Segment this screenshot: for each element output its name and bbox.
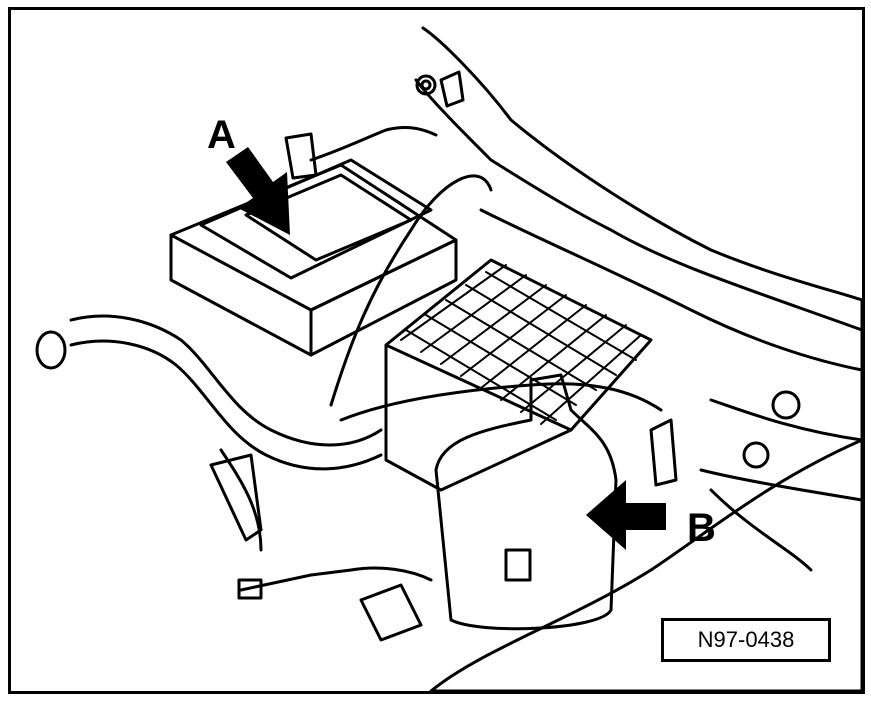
sensor-tip xyxy=(237,578,263,600)
body-panel-inner xyxy=(414,78,862,332)
control-unit-front xyxy=(169,233,313,357)
panel-tab xyxy=(439,70,465,108)
bracket-right xyxy=(649,418,678,487)
engine-bay-drawing xyxy=(35,26,862,691)
control-unit-ridge xyxy=(199,158,433,280)
cover-clip xyxy=(504,548,532,582)
control-unit-lid xyxy=(244,173,413,262)
connector-lower xyxy=(359,583,423,642)
arrow-a xyxy=(226,147,290,235)
bolt-lower xyxy=(742,441,770,469)
body-panel xyxy=(421,26,862,691)
connector-cable xyxy=(309,126,438,162)
filter-housing xyxy=(384,258,653,432)
bolt-upper xyxy=(771,390,801,420)
callout-label-a: A xyxy=(207,113,236,157)
cover-bracket xyxy=(434,373,618,631)
reference-number: N97‑0438 xyxy=(697,627,795,652)
panel-hole-inner xyxy=(420,79,432,91)
pipe-right-2 xyxy=(699,468,862,502)
hose-end xyxy=(35,330,67,370)
connector-plug xyxy=(284,132,318,180)
cable-middle xyxy=(329,174,493,407)
sensor-probe xyxy=(239,566,433,592)
filter-box-body xyxy=(384,343,573,492)
panel-hole xyxy=(415,74,437,96)
cable-upper xyxy=(339,382,663,422)
arrow-b xyxy=(586,480,666,550)
body-panel-contour xyxy=(479,208,862,372)
pipe-right-lower xyxy=(709,488,813,572)
pipe-right xyxy=(709,398,862,442)
hose-left-2 xyxy=(69,339,383,471)
hose-left xyxy=(69,314,383,447)
reference-number-box: N97‑0438 xyxy=(661,618,831,662)
illustration-frame: A B N97‑0438 xyxy=(8,7,865,694)
bracket-left xyxy=(209,453,263,542)
callout-label-b: B xyxy=(687,506,716,550)
